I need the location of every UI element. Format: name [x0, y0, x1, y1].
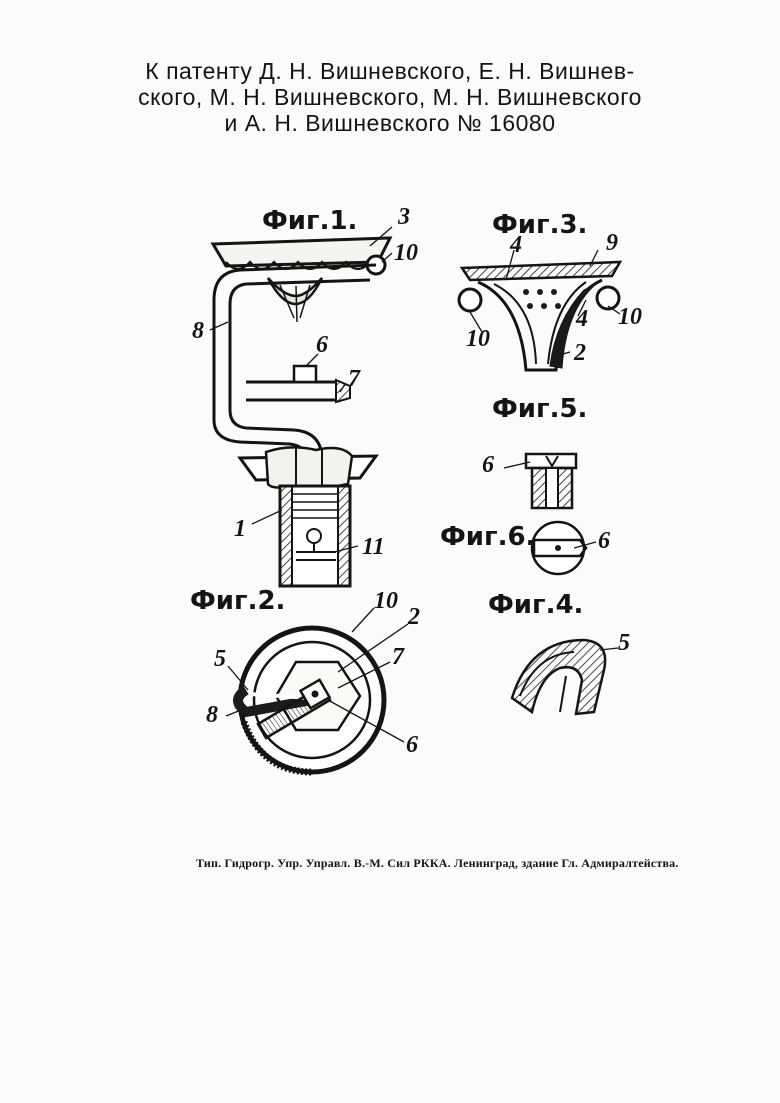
fig1-label-7: 7: [348, 366, 360, 392]
fig1-label-1: 1: [234, 516, 246, 542]
fig4-drawing: [510, 638, 607, 716]
fig3-drawing: [457, 260, 623, 372]
leader-lines: [209, 226, 621, 743]
fig3-label-10b: 10: [618, 304, 642, 330]
fig3-label-2: 2: [574, 340, 586, 366]
fig2-label-7: 7: [392, 644, 404, 670]
fig1-label-11: 11: [362, 534, 385, 560]
fig1-caption: Фиг.1.: [262, 206, 358, 236]
fig5-drawing: [524, 452, 578, 510]
fig1-label-8: 8: [192, 318, 204, 344]
fig6-label-6: 6: [598, 528, 610, 554]
fig2-drawing: [233, 625, 387, 776]
fig3-caption: Фиг.3.: [492, 210, 588, 240]
header-line-2: ского, М. Н. Вишневского, М. Н. Вишневск…: [138, 84, 642, 110]
fig2-label-10: 10: [374, 588, 398, 614]
fig3-label-4a: 4: [510, 232, 522, 258]
fig1-label-10: 10: [394, 240, 418, 266]
fig4-caption: Фиг.4.: [488, 590, 584, 620]
fig2-label-2: 2: [408, 604, 420, 630]
fig3-label-9: 9: [606, 230, 618, 256]
fig3-label-4b: 4: [576, 306, 588, 332]
fig5-label-6: 6: [482, 452, 494, 478]
header-line-1: К патенту Д. Н. Вишневского, Е. Н. Вишне…: [145, 58, 635, 84]
fig6-caption: Фиг.6.: [440, 522, 536, 552]
printer-footer: Тип. Гидрогр. Упр. Управл. В.-М. Сил РКК…: [196, 856, 679, 870]
fig2-caption: Фиг.2.: [190, 586, 286, 616]
fig2-label-6: 6: [406, 732, 418, 758]
header-line-3: и А. Н. Вишневского № 16080: [224, 110, 556, 136]
fig6-drawing: [530, 520, 588, 576]
fig4-label-5: 5: [618, 630, 630, 656]
fig2-label-5: 5: [214, 646, 226, 672]
fig1-drawing: [210, 236, 393, 588]
fig2-label-8: 8: [206, 702, 218, 728]
fig1-label-3: 3: [398, 204, 410, 230]
fig3-label-10a: 10: [466, 326, 490, 352]
fig1-label-6: 6: [316, 332, 328, 358]
fig5-caption: Фиг.5.: [492, 394, 588, 424]
